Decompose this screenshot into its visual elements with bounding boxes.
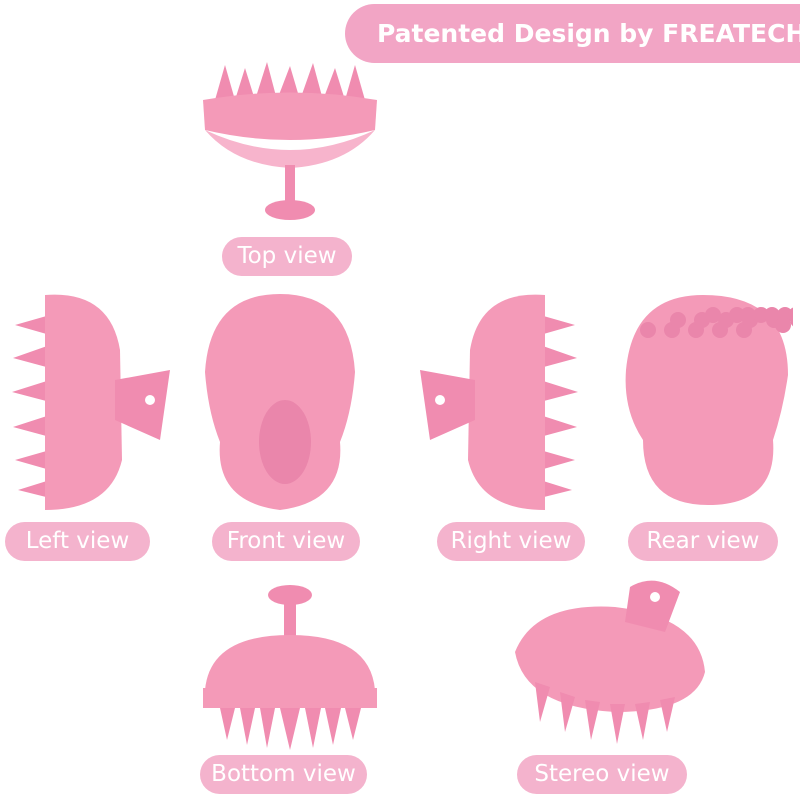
massage-nub bbox=[788, 307, 793, 323]
bottom-view-image bbox=[203, 585, 377, 750]
rear-view-image bbox=[625, 295, 793, 505]
rear-view-label: Rear view bbox=[628, 522, 778, 561]
stereo-view-image bbox=[515, 580, 705, 744]
bottom-view-label: Bottom view bbox=[200, 755, 367, 794]
massage-nub bbox=[640, 322, 656, 338]
massage-nub bbox=[764, 307, 780, 323]
patented-design-banner: Patented Design by FREATECH bbox=[345, 4, 800, 63]
right-view-image bbox=[420, 294, 578, 510]
front-view-image bbox=[205, 294, 355, 510]
massage-nub bbox=[670, 312, 686, 328]
massage-nub bbox=[729, 307, 745, 323]
top-view-label: Top view bbox=[222, 237, 352, 276]
massage-nub bbox=[775, 317, 791, 333]
left-view-label: Left view bbox=[5, 522, 150, 561]
stereo-view-label: Stereo view bbox=[517, 755, 687, 794]
front-view-label: Front view bbox=[212, 522, 360, 561]
top-view-image bbox=[203, 62, 377, 220]
left-view-image bbox=[12, 294, 170, 510]
massage-nub bbox=[705, 307, 721, 323]
massage-nub bbox=[740, 307, 756, 323]
right-view-label: Right view bbox=[437, 522, 585, 561]
massage-nub bbox=[753, 307, 769, 323]
